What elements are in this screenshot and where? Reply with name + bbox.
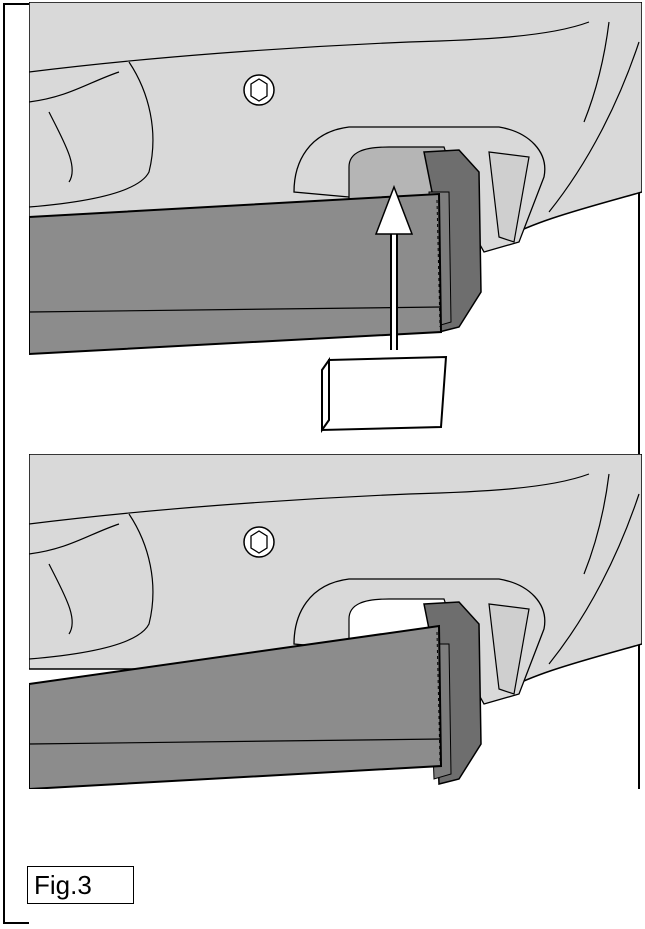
- bolt-head-icon: [243, 74, 275, 106]
- frame-beam: [29, 192, 443, 356]
- panel-before-insertion: [29, 2, 642, 450]
- panel-after-insertion: [29, 454, 642, 924]
- figure-label: Fig.3: [27, 866, 134, 904]
- upward-arrow-icon: [374, 184, 414, 350]
- bolt-head-icon: [243, 526, 275, 558]
- rubber-block-icon: [320, 355, 448, 434]
